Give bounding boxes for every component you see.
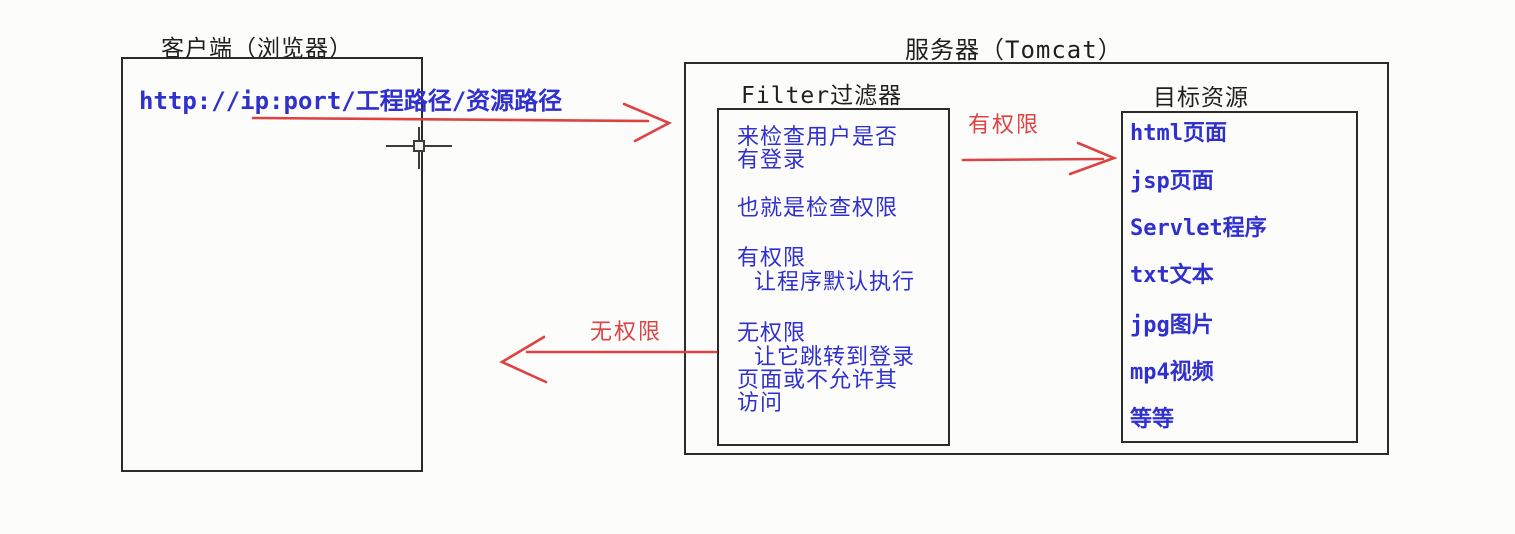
filter-note-line: 无权限 <box>737 321 807 346</box>
request-url-text: http://ip:port/工程路径/资源路径 <box>139 87 563 115</box>
server-box <box>684 62 1389 455</box>
resources-box-title: 目标资源 <box>1153 85 1249 111</box>
filter-note-line: 访问 <box>737 391 784 416</box>
filter-box <box>717 108 950 446</box>
resources-box <box>1121 111 1358 443</box>
filter-note-line: 让程序默认执行 <box>754 270 916 295</box>
resource-item: jpg图片 <box>1130 313 1214 338</box>
filter-note-line: 让它跳转到登录 <box>754 345 916 370</box>
filter-note-line: 来检查用户是否 <box>737 125 899 150</box>
client-box <box>121 57 423 472</box>
filter-note-line: 有登录 <box>737 148 807 173</box>
denied-arrow-label: 无权限 <box>590 320 663 345</box>
resource-item: Servlet程序 <box>1130 216 1267 241</box>
filter-note-line: 页面或不允许其 <box>737 368 899 393</box>
granted-arrow-label: 有权限 <box>968 113 1041 138</box>
resource-item: jsp页面 <box>1130 169 1214 194</box>
filter-box-title: Filter过滤器 <box>741 83 903 109</box>
resource-item: 等等 <box>1130 407 1175 432</box>
filter-note-line: 有权限 <box>737 246 807 271</box>
server-box-title: 服务器（Tomcat） <box>905 36 1123 64</box>
resource-item: html页面 <box>1130 121 1227 146</box>
resource-item: mp4视频 <box>1130 360 1214 385</box>
filter-note-line: 也就是检查权限 <box>737 196 899 221</box>
resource-item: txt文本 <box>1130 263 1214 288</box>
